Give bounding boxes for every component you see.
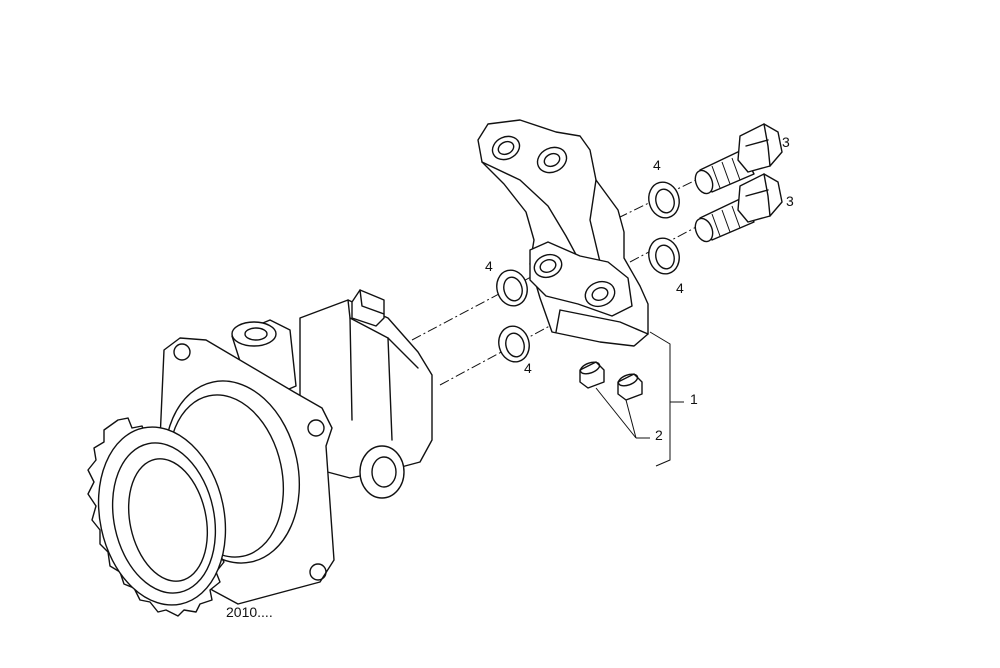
callout-4-upper-right: 4 [653,157,661,173]
callout-4-upper-left: 4 [485,258,493,274]
washer-upper-right [648,181,680,219]
callout-3-upper: 3 [782,134,790,150]
banjo-bolts-part-3 [694,123,783,243]
plug-right [617,373,643,401]
callout-1: 1 [690,391,698,407]
washer-upper-left [496,269,528,307]
sealing-washers-part-4 [496,181,680,363]
bracket-part-1 [477,119,649,347]
plug-left [579,361,605,389]
callout-4-lower-right: 4 [676,280,684,296]
washer-lower-left [498,325,530,363]
callout-3-lower: 3 [786,193,794,209]
leader-lines [595,331,684,467]
callout-4-lower-left: 4 [524,360,532,376]
callout-labels: 1 2 3 3 4 4 4 4 2010.... [226,134,794,620]
banjo-bolt-lower [694,173,783,243]
callout-2: 2 [655,427,663,443]
plugs-part-2 [579,361,643,401]
washer-lower-right [648,237,680,275]
reference-note: 2010.... [226,604,273,620]
banjo-bolt-upper [694,123,783,195]
pump-assembly [87,289,433,617]
